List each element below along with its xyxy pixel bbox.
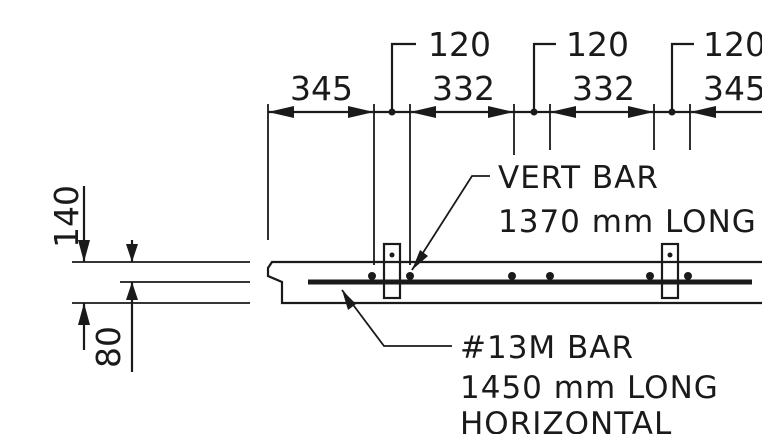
horizontal-bar-annotation: #13M BAR 1450 mm LONG HORIZONTAL	[341, 289, 719, 439]
arrowhead-1	[268, 106, 294, 118]
vert-bar-annotation: VERT BAR 1370 mm LONG	[411, 160, 757, 271]
rebar-dot	[368, 272, 376, 280]
horizontal-bar-leader-arrow	[342, 290, 356, 310]
vertical-depth-dimensions: 140 80	[47, 185, 250, 372]
top-dim-label-3: 120	[703, 25, 762, 64]
depth-arrow-top	[78, 240, 90, 262]
slab-outline	[266, 260, 762, 305]
horizontal-bar-note-line1: #13M BAR	[460, 330, 634, 366]
rebar-dot	[546, 272, 554, 280]
vertical-bar-box-1	[382, 242, 402, 300]
dim-dot-1	[388, 108, 396, 116]
vertical-bar-dot-1	[389, 252, 395, 258]
slab-section	[266, 260, 762, 305]
horizontal-bar-note-line3: HORIZONTAL	[460, 406, 672, 434]
depth-bottom-label: 80	[89, 326, 128, 368]
depth2-arrow-top	[126, 244, 138, 262]
vertical-bars	[382, 242, 680, 300]
arrowhead-7	[690, 106, 716, 118]
depth2-arrow-bottom	[126, 282, 138, 300]
vert-bar-leader	[411, 175, 490, 271]
arrowhead-6	[628, 106, 654, 118]
callout-leader-2	[532, 42, 556, 112]
depth-top-label: 140	[47, 185, 86, 248]
callout-leader-3	[670, 42, 694, 112]
vert-bar-leader-arrow	[412, 250, 428, 270]
arrowhead-2	[348, 106, 374, 118]
spacing-dimension-labels: 345 332 332 345	[290, 69, 762, 108]
dim-dot-3	[668, 108, 676, 116]
top-dimension-callouts: 120 120 120	[390, 25, 762, 112]
horizontal-bar-note-line2: 1450 mm LONG	[460, 370, 719, 406]
vert-bar-note-line2: 1370 mm LONG	[498, 204, 757, 240]
callout-leader-1	[390, 42, 416, 112]
spacing-label-3: 332	[572, 69, 635, 108]
spacing-label-4: 345	[703, 69, 762, 108]
horizontal-dimension-line	[267, 104, 762, 265]
dim-dot-2	[530, 108, 538, 116]
spacing-label-1: 345	[290, 69, 353, 108]
arrowhead-3	[410, 106, 436, 118]
vertical-bar-dot-2	[667, 252, 673, 258]
rebar-dot	[406, 272, 414, 280]
depth-arrow-bottom	[78, 303, 90, 325]
rebar-dot	[684, 272, 692, 280]
rebar-dot	[646, 272, 654, 280]
horizontal-bar-leader	[341, 289, 452, 347]
top-dim-label-2: 120	[566, 25, 629, 64]
rebar-dot	[508, 272, 516, 280]
arrowhead-5	[550, 106, 576, 118]
spacing-label-2: 332	[432, 69, 495, 108]
arrowhead-4	[488, 106, 514, 118]
top-dim-label-1: 120	[428, 25, 491, 64]
rebar-dots	[368, 272, 692, 280]
vertical-bar-box-2	[660, 242, 680, 300]
vert-bar-note-line1: VERT BAR	[498, 160, 659, 196]
